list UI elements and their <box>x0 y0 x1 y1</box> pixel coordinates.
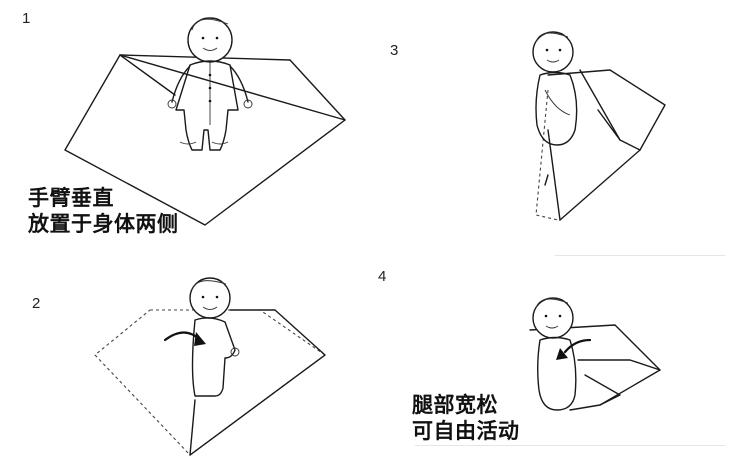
step3-illustration <box>532 31 666 221</box>
step-number-4: 4 <box>378 268 387 285</box>
divider-bottom-right <box>415 445 725 446</box>
step4-caption: 腿部宽松 可自由活动 <box>412 392 520 444</box>
step2-illustration <box>94 277 326 456</box>
step4-caption-line2: 可自由活动 <box>412 419 520 443</box>
step-number-3: 3 <box>390 42 399 59</box>
step-number-2: 2 <box>32 295 41 312</box>
divider-right <box>555 255 725 256</box>
step-number-1: 1 <box>22 10 31 27</box>
step4-caption-line1: 腿部宽松 <box>412 393 498 417</box>
step1-caption-line2: 放置于身体两侧 <box>28 212 179 236</box>
step1-caption-line1: 手臂垂直 <box>28 186 114 210</box>
step4-illustration <box>529 297 661 411</box>
step1-illustration <box>64 17 346 226</box>
step1-caption: 手臂垂直 放置于身体两侧 <box>28 185 179 237</box>
